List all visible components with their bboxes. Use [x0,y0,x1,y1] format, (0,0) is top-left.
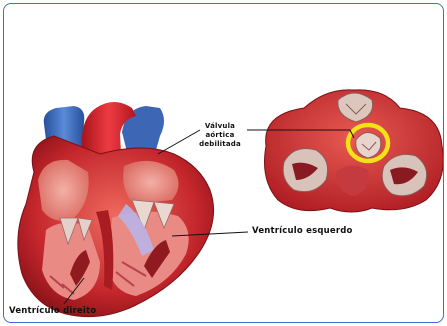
left-ventricle-cavity [108,211,189,296]
figure-frame: Válvula aórtica debilitada Ventrículo es… [3,3,444,323]
aortic-valve-label: Válvula aórtica debilitada [193,122,247,149]
valve-cross-section-illustration [265,90,444,212]
heart-diagram [4,4,443,322]
left-ventricle-label: Ventrículo esquerdo [252,226,353,236]
right-ventricle-label: Ventrículo direito [9,306,96,316]
heart-section-illustration [18,102,214,317]
